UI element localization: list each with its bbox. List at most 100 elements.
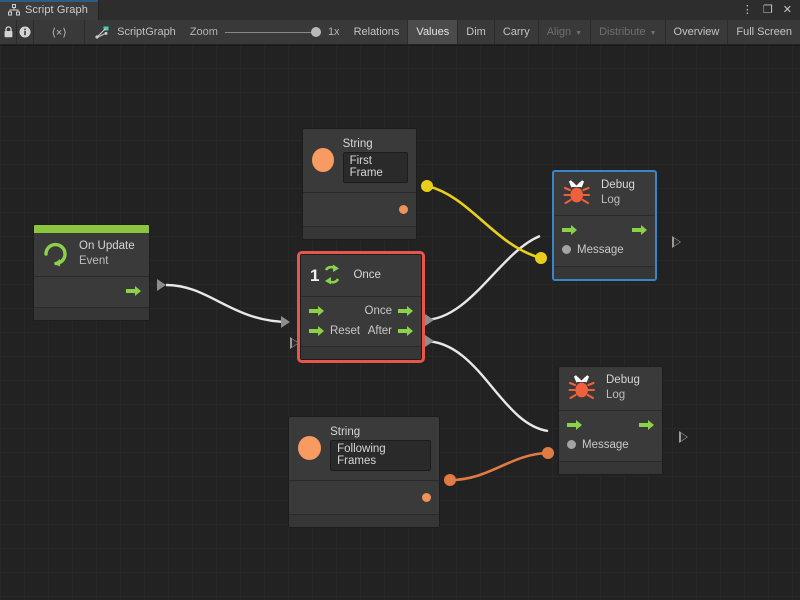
toolbar-button-align[interactable]: Align ▼ [539,20,591,44]
toolbar-button-full-screen-label: Full Screen [736,26,792,38]
toolbar-button-carry-label: Carry [503,26,530,38]
lock-icon[interactable] [0,20,17,44]
graph-name-label: ScriptGraph [117,26,176,38]
output-port-flow[interactable] [126,285,141,296]
input-connector-triangle-enter[interactable] [281,316,290,328]
node-body [289,481,439,514]
node-title: String [330,425,431,439]
node-footer [554,266,655,279]
toolbar-button-dim[interactable]: Dim [458,20,495,44]
input-port-message[interactable] [567,440,576,449]
zoom-slider[interactable] [225,26,321,38]
wire-endpoint-dot [421,180,433,192]
output-connector-triangle-after[interactable] [425,335,434,347]
node-header: String First Frame [303,129,416,193]
kebab-menu-icon[interactable]: ⋮ [742,5,753,16]
node-titles: String First Frame [343,137,408,183]
node-body: Once Reset After [301,297,421,346]
graph-name-field[interactable]: ScriptGraph [85,20,184,44]
maximize-icon[interactable]: ❐ [763,5,773,16]
node-header: 1 Once [301,255,421,297]
output-connector-triangle-debuglog-bottom[interactable] [679,431,688,443]
output-port-after[interactable] [398,326,413,337]
output-connector-triangle[interactable] [157,279,166,291]
input-port-flow[interactable] [562,224,577,235]
input-connector-triangle-reset[interactable] [290,337,299,349]
node-titles: Once [353,268,381,282]
node-titles: Debug Log [606,373,640,403]
wire-onupdate-to-once [166,285,288,322]
node-once[interactable]: 1 Once O [300,254,422,360]
toolbar-button-full-screen[interactable]: Full Screen [728,20,800,44]
node-port-row [312,199,408,219]
close-icon[interactable]: ✕ [783,5,792,16]
string-value-input[interactable]: Following Frames [330,440,431,471]
node-debug-log-bottom[interactable]: Debug Log Message [558,366,663,475]
tab-script-graph[interactable]: Script Graph [0,0,99,20]
output-connector-triangle-once[interactable] [425,314,434,326]
node-string-following-frames[interactable]: String Following Frames [288,416,440,528]
toolbar-button-overview[interactable]: Overview [666,20,729,44]
wire-once-to-debuglog-top [424,236,540,320]
node-footer [289,514,439,527]
node-on-update[interactable]: On Update Event [33,224,150,321]
input-label-message: Message [577,244,624,256]
output-label-after: After [368,325,392,337]
node-string-first-frame[interactable]: String First Frame [302,128,417,240]
node-inputs: Reset [309,325,360,337]
toolbar-button-values[interactable]: Values [408,20,458,44]
output-connector-triangle-debuglog-top[interactable] [672,236,681,248]
code-view-button[interactable]: ⟨×⟩ [34,20,85,44]
node-titles: On Update Event [79,239,135,269]
input-port-flow[interactable] [567,419,582,430]
zoom-control[interactable]: Zoom 1x [184,20,346,44]
once-icon: 1 [310,263,344,287]
debug-bug-icon [562,179,592,207]
zoom-slider-knob[interactable] [311,27,321,37]
output-port-value[interactable] [399,205,408,214]
string-value-input[interactable]: First Frame [343,152,408,183]
node-port-row-once: Once [309,301,413,321]
node-body: Message [559,411,662,461]
window-titlebar: Script Graph ⋮ ❐ ✕ [0,0,800,20]
output-port-value[interactable] [422,493,431,502]
toolbar-button-overview-label: Overview [674,26,720,38]
output-port-once[interactable] [398,306,413,317]
chevron-down-icon: ▼ [575,30,582,37]
input-label-message: Message [582,439,629,451]
toolbar-button-relations-label: Relations [354,26,400,38]
info-icon[interactable] [17,20,34,44]
node-inputs: Message [562,244,624,256]
output-port-flow[interactable] [632,224,647,235]
node-footer [301,346,421,359]
node-port-row-flow [562,220,647,240]
wire-string-first-frame-to-message [427,186,541,258]
node-subtitle: Log [606,388,640,402]
output-port-flow[interactable] [639,419,654,430]
chevron-down-icon: ▼ [650,30,657,37]
wire-endpoint-dot [535,252,547,264]
toolbar-button-carry[interactable]: Carry [495,20,539,44]
node-titles: String Following Frames [330,425,431,471]
debug-bug-icon [567,374,597,402]
node-subtitle: Event [79,254,135,268]
input-port-reset[interactable] [309,326,324,337]
toolbar-button-dim-label: Dim [466,26,486,38]
input-label-reset: Reset [330,325,360,337]
graph-toolbar: ⟨×⟩ ScriptGraph Zoom 1x Relat [0,20,800,45]
toolbar-button-relations[interactable]: Relations [346,20,409,44]
node-inputs [309,306,324,317]
input-port-enter[interactable] [309,306,324,317]
toolbar-button-values-label: Values [416,26,449,38]
node-debug-log-top[interactable]: Debug Log Message [553,171,656,280]
string-literal-icon [298,436,321,460]
node-header: Debug Log [554,172,655,216]
wire-string-following-frames-to-message [450,453,548,480]
input-port-message[interactable] [562,245,571,254]
node-body [303,193,416,226]
node-port-row [298,487,431,507]
toolbar-button-distribute[interactable]: Distribute ▼ [591,20,665,44]
graph-canvas[interactable]: On Update Event String First Frame [0,46,800,600]
output-label-once: Once [365,305,393,317]
